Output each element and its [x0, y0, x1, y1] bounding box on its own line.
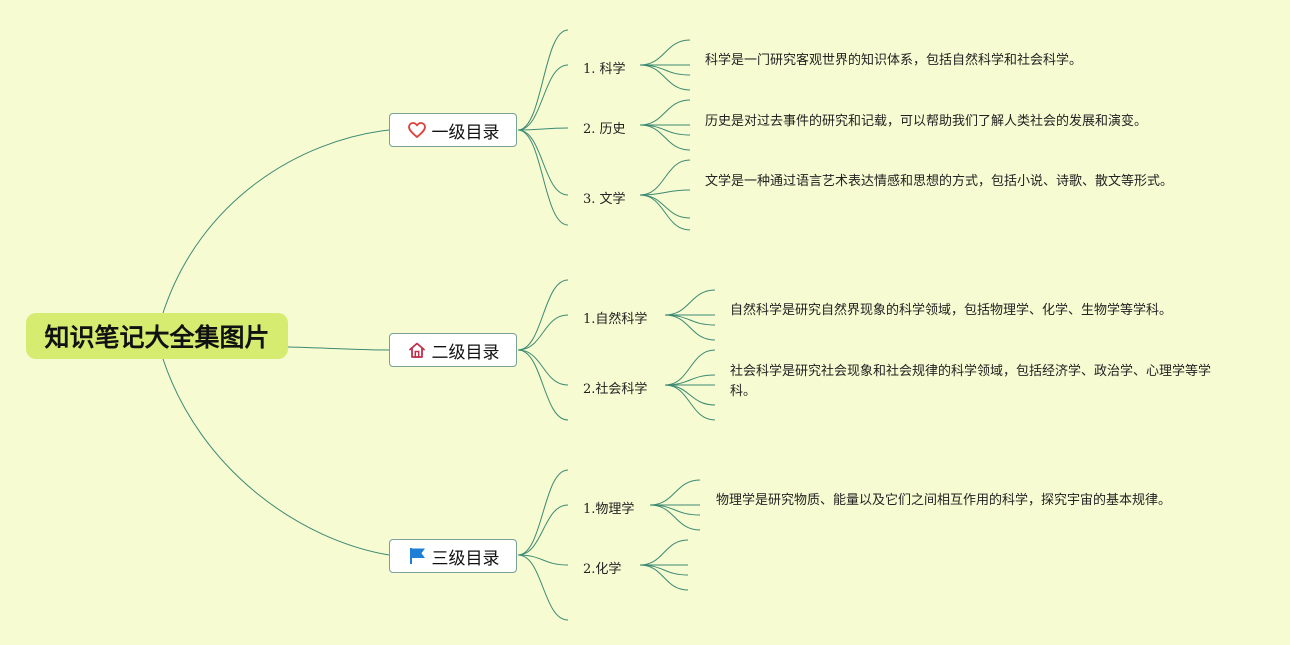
connector-physics-leaf-3 — [649, 504, 701, 531]
connector-topic1-branch-1 — [517, 64, 569, 131]
connector-topic3-branch-1 — [517, 504, 569, 556]
connector-natural-leaf-0 — [664, 289, 716, 316]
connector-literature-leaf-0 — [639, 159, 691, 196]
subtopic-natural-science[interactable]: 1.自然科学 — [583, 312, 648, 327]
subtopic-literature[interactable]: 3. 文学 — [583, 192, 626, 207]
connector-science-leaf-2 — [639, 64, 691, 76]
connector-social-leaf-0 — [664, 349, 716, 386]
connector-science-leaf-0 — [639, 39, 691, 66]
connector-history-leaf-3 — [639, 124, 691, 151]
topic-level-1[interactable]: 一级目录 — [389, 113, 517, 147]
connector-topic3-branch-0 — [517, 469, 569, 556]
heart-icon — [407, 122, 426, 138]
subtopic-chemistry[interactable]: 2.化学 — [583, 562, 622, 577]
connector-natural-leaf-2 — [664, 314, 716, 326]
subtopic-history[interactable]: 2. 历史 — [583, 122, 626, 137]
subtopic-science[interactable]: 1. 科学 — [583, 62, 626, 77]
connector-topic1-branch-0 — [517, 29, 569, 131]
connector-root-topic-1 — [162, 129, 390, 314]
note-physics: 物理学是研究物质、能量以及它们之间相互作用的科学，探究宇宙的基本规律。 — [716, 493, 1172, 508]
connector-topic1-branch-2 — [517, 127, 569, 131]
topic-level-3[interactable]: 三级目录 — [389, 539, 517, 573]
connector-topic1-branch-4 — [517, 129, 569, 226]
connector-history-leaf-2 — [639, 124, 691, 136]
note-history: 历史是对过去事件的研究和记载，可以帮助我们了解人类社会的发展和演变。 — [705, 114, 1148, 129]
connector-science-leaf-3 — [639, 64, 691, 91]
flag-icon — [409, 548, 425, 564]
connector-topic2-branch-0 — [517, 279, 569, 351]
note-social-science: 社会科学是研究社会现象和社会规律的科学领域，包括经济学、政治学、心理学等学科。 — [730, 364, 1212, 399]
connector-physics-leaf-2 — [649, 504, 701, 516]
connector-literature-leaf-3 — [639, 194, 691, 231]
connector-social-leaf-4 — [664, 384, 716, 421]
house-icon — [408, 342, 425, 358]
topic-label: 一级目录 — [431, 122, 500, 143]
root-topic[interactable]: 知识笔记大全集图片 — [26, 313, 288, 359]
subtopic-physics[interactable]: 1.物理学 — [583, 502, 635, 517]
note-literature: 文学是一种通过语言艺术表达情感和思想的方式，包括小说、诗歌、散文等形式。 — [705, 174, 1174, 189]
connector-topic3-branch-2 — [517, 554, 569, 566]
connector-root-topic-2 — [287, 346, 390, 351]
topic-label: 三级目录 — [431, 548, 500, 569]
note-natural-science: 自然科学是研究自然界现象的科学领域，包括物理学、化学、生物学等学科。 — [730, 303, 1173, 318]
connector-topic3-branch-3 — [517, 554, 569, 621]
connector-physics-leaf-0 — [649, 479, 701, 506]
connector-topic2-branch-3 — [517, 349, 569, 421]
connector-chemistry-leaf-0 — [639, 539, 689, 566]
connector-chemistry-leaf-2 — [639, 564, 689, 576]
connector-literature-leaf-2 — [639, 194, 691, 219]
connector-chemistry-leaf-3 — [639, 564, 689, 591]
connector-topic2-branch-1 — [517, 314, 569, 351]
note-science: 科学是一门研究客观世界的知识体系，包括自然科学和社会科学。 — [705, 53, 1083, 68]
subtopic-social-science[interactable]: 2.社会科学 — [583, 382, 648, 397]
root-title: 知识笔记大全集图片 — [44, 323, 270, 352]
connector-topic1-branch-3 — [517, 129, 569, 196]
connector-literature-leaf-1 — [639, 189, 691, 196]
topic-level-2[interactable]: 二级目录 — [389, 333, 517, 367]
connector-root-topic-3 — [162, 358, 390, 556]
topic-label: 二级目录 — [431, 342, 500, 363]
connector-natural-leaf-3 — [664, 314, 716, 341]
connector-topic2-branch-2 — [517, 349, 569, 386]
connector-history-leaf-0 — [639, 99, 691, 126]
